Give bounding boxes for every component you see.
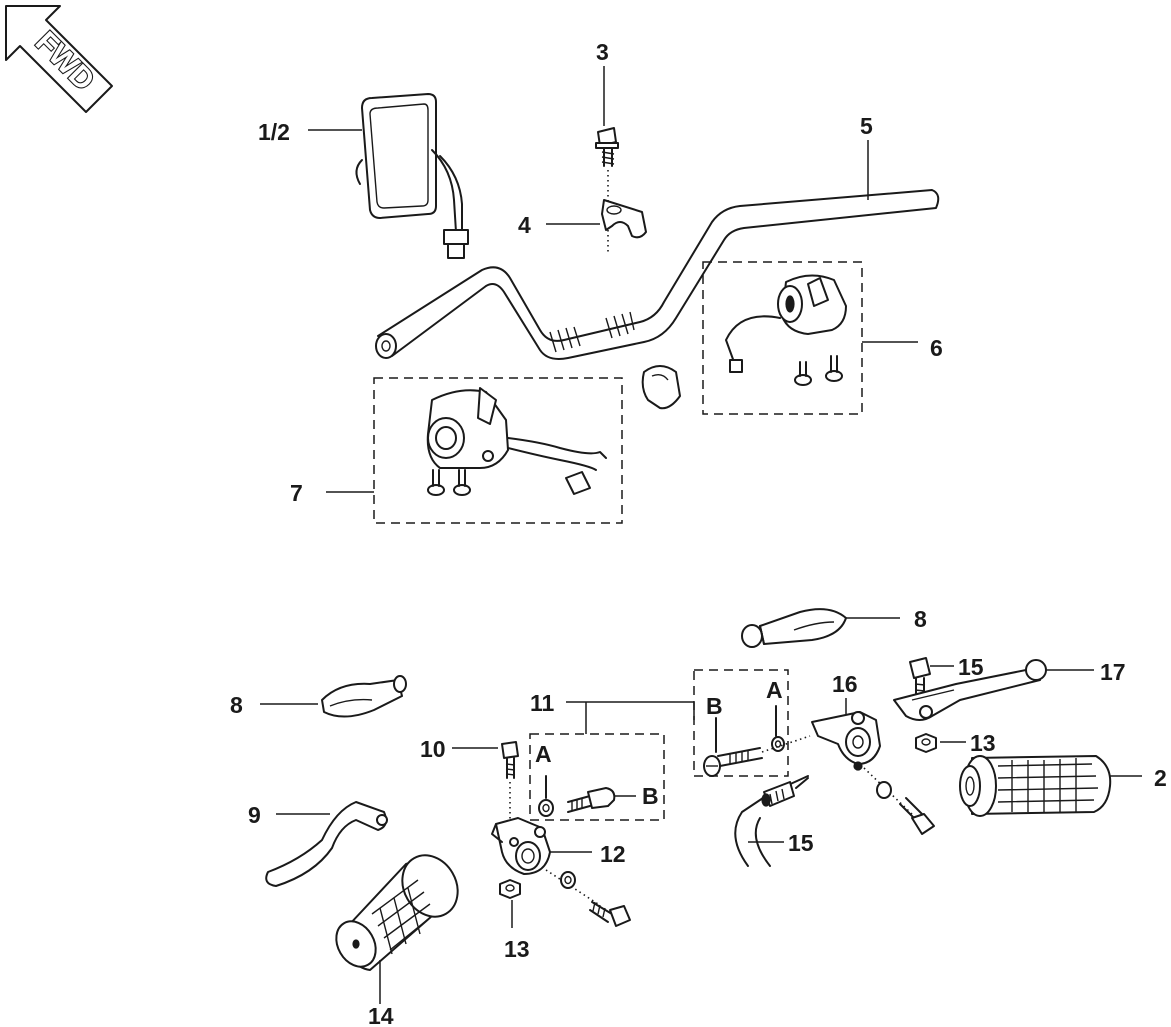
mirror-part xyxy=(355,93,469,259)
callout-mirror: 1/2 xyxy=(258,119,290,145)
clutch-bracket-part xyxy=(491,817,631,927)
callout-brake-lever: 17 xyxy=(1100,659,1126,685)
callout-lever-cover-top: 8 xyxy=(914,606,927,632)
letter-a-left: A xyxy=(535,741,552,767)
letter-b-right: B xyxy=(706,693,723,719)
grip-left-part xyxy=(335,854,459,971)
lever-cover-left-part xyxy=(321,675,407,718)
switch-left-part xyxy=(426,387,607,496)
pivot-bolt-part xyxy=(501,741,519,828)
letter-a-right: A xyxy=(766,677,783,703)
letter-b-left: B xyxy=(642,783,659,809)
callout-grip-left: 14 xyxy=(368,1003,394,1027)
callout-pivot-bolt: 10 xyxy=(420,736,446,762)
handlebar-part xyxy=(375,189,940,360)
callout-clutch-bracket: 12 xyxy=(600,841,626,867)
callout-handlebar: 5 xyxy=(860,113,873,139)
cable-clip-part xyxy=(641,365,681,410)
callout-clutch-lever: 9 xyxy=(248,802,261,828)
callout-bolt-top: 3 xyxy=(596,39,609,65)
bolt-top-part xyxy=(595,127,619,252)
adjuster-left-part xyxy=(538,775,636,817)
switch-left-group-box xyxy=(373,377,623,524)
callout-switch-right: 6 xyxy=(930,335,943,361)
callout-cable-switch: 15 xyxy=(788,830,814,856)
nut-right-part xyxy=(915,733,937,753)
callout-holder: 4 xyxy=(518,212,531,238)
callout-clutch-bracket-set: 11 xyxy=(530,690,555,716)
adjuster-left-group-box xyxy=(529,733,665,821)
callout-nut-bottom: 13 xyxy=(504,936,530,962)
cable-switch-part xyxy=(734,775,809,867)
lever-cover-top-part xyxy=(741,608,847,648)
switch-right-part xyxy=(725,274,847,386)
handlebar-holder-part xyxy=(601,199,647,239)
switch-right-group-box xyxy=(702,261,863,415)
brake-lever-part xyxy=(893,659,1047,721)
adjuster-right-group-box xyxy=(693,669,789,777)
adjuster-right-part xyxy=(703,705,811,777)
brake-bracket-part xyxy=(811,711,935,835)
screw-icon xyxy=(427,469,471,496)
callout-bolt-right: 15 xyxy=(958,654,984,680)
screw-icon xyxy=(794,355,843,386)
callout-switch-left: 7 xyxy=(290,480,303,506)
grip-right-part xyxy=(959,755,1112,817)
nut-bottom-part xyxy=(499,879,521,899)
callout-brake-bracket: 16 xyxy=(832,671,858,697)
callout-nut-right: 13 xyxy=(970,730,996,756)
callout-lever-cover-left: 8 xyxy=(230,692,243,718)
fwd-arrow-icon: FWD xyxy=(5,5,113,113)
clutch-lever-part xyxy=(265,801,388,887)
callout-grip-right: 2 xyxy=(1154,765,1167,791)
